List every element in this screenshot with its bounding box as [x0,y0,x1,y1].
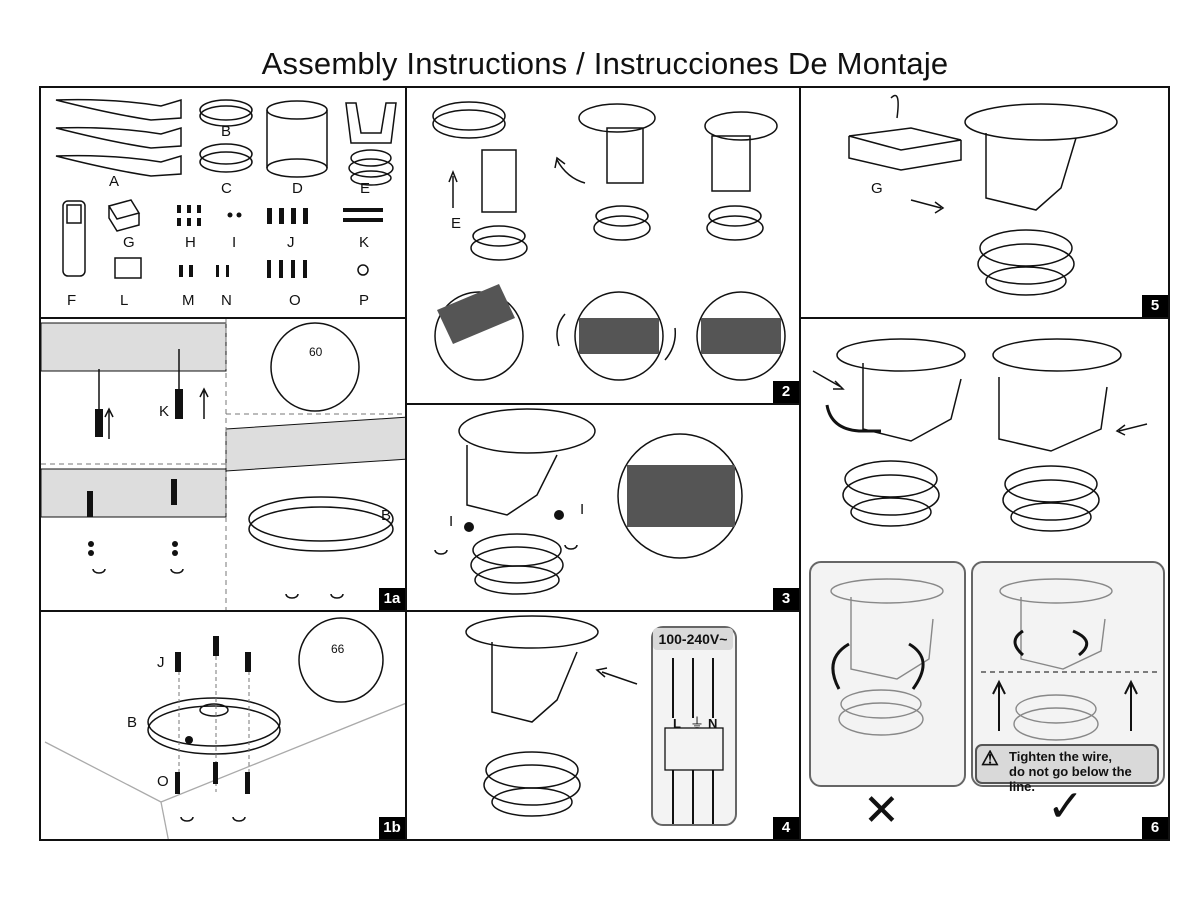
part-label-b: B [221,123,232,140]
ground-icon: ⏚ [690,715,704,731]
wiring-diagram [651,626,737,826]
step-1a-panel: 60 K B 1a [39,317,407,612]
part-label-d: D [292,180,303,197]
part-label-k: K [359,234,370,251]
step-number-1b: 1b [379,817,405,839]
terminal-l-label: L [673,716,681,731]
step-2-label-e: E [451,215,462,232]
wrong-mark-icon: ✕ [863,786,900,835]
step-6-illustration-top [812,338,1148,532]
part-label-a: A [109,173,120,190]
wrong-example-box [809,561,966,787]
step-number-4: 4 [773,817,799,839]
step-1b-label-b: B [127,714,138,731]
step-1a-illustration [41,319,405,610]
warning-note: ⚠ Tighten the wire, do not go below the … [975,744,1159,794]
step-1b-label-j: J [157,654,165,671]
step-3-illustration [434,408,743,595]
step-3-label-i-left: I [449,513,454,530]
warning-line-1: Tighten the wire, [1009,749,1113,764]
part-label-g: G [123,234,135,251]
part-label-j: J [287,234,295,251]
step-4-panel: 100-240V~ L ⏚ N 4 [405,610,801,841]
step-1a-label-k: K [159,403,170,420]
part-label-h: H [185,234,196,251]
step-1b-dimension: 66 [331,642,345,656]
part-label-m: M [182,292,195,309]
step-1b-illustration [44,617,405,839]
step-1b-label-o: O [157,773,169,790]
warning-text: Tighten the wire, do not go below the li… [1009,749,1157,794]
step-number-2: 2 [773,381,799,403]
step-number-5: 5 [1142,295,1168,317]
warning-icon: ⚠ [981,748,999,770]
parts-panel: A B C D E F G H I J K L M N O P [39,86,407,319]
step-number-3: 3 [773,588,799,610]
step-2-illustration [432,101,786,381]
step-number-1a: 1a [379,588,405,610]
terminal-n-label: N [708,716,718,731]
part-label-i: I [232,234,237,251]
step-number-6: 6 [1142,817,1168,839]
part-label-e: E [360,180,371,197]
step-5-label-g: G [871,180,883,197]
voltage-label: 100-240V~ [653,628,733,650]
part-label-p: P [359,292,370,309]
part-label-n: N [221,292,232,309]
step-3-label-i-right: I [580,501,585,518]
step-4-illustration [465,615,638,817]
step-5-panel: G 5 [799,86,1170,319]
step-5-illustration [848,94,1118,296]
warning-line-2: do not go below the line. [1009,764,1132,794]
page-title: Assembly Instructions / Instrucciones De… [261,46,949,81]
step-2-panel: E 2 [405,86,801,405]
step-6-panel: ⚠ Tighten the wire, do not go below the … [799,317,1170,841]
part-label-o: O [289,292,301,309]
part-label-f: F [67,292,77,309]
parts-illustration [55,98,397,279]
correct-mark-icon: ✓ [1047,782,1084,831]
wiring-illustration [664,658,724,824]
step-1b-panel: 66 J B O 1b [39,610,407,841]
step-1a-label-b: B [381,507,392,524]
part-label-c: C [221,180,232,197]
step-1a-dimension: 60 [309,345,323,359]
step-3-panel: I I 3 [405,403,801,612]
part-label-l: L [120,292,129,309]
